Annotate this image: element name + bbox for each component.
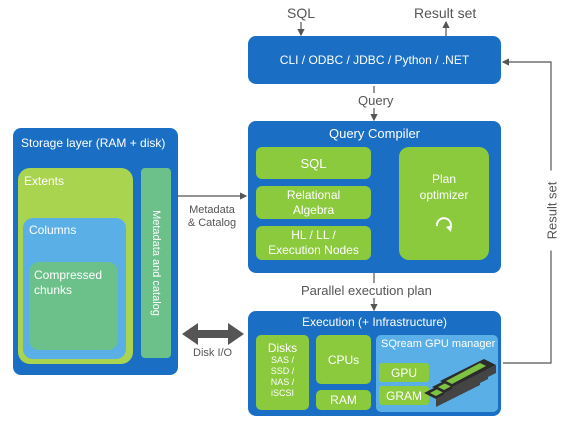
- relational-label-line2: Algebra: [292, 202, 335, 217]
- hl-label-line1: HL / LL /: [291, 228, 336, 242]
- query-compiler-title: Query Compiler: [328, 126, 421, 141]
- compiler-sql-label: SQL: [300, 155, 327, 171]
- disk-type-nas: NAS /: [270, 377, 295, 387]
- extents-label: Extents: [24, 174, 65, 188]
- disks-box: Disks SAS / SSD / NAS / iSCSI: [256, 335, 309, 410]
- query-compiler-box: Query Compiler SQL Relational Algebra HL…: [248, 121, 501, 273]
- plan-label-line2: optimizer: [419, 187, 469, 202]
- execution-title: Execution (+ Infrastructure): [301, 315, 448, 329]
- gpu-manager-label: SQream GPU manager: [381, 338, 496, 350]
- disks-label: Disks: [267, 341, 298, 355]
- compressed-chunks-box: Compressed chunks: [29, 262, 118, 350]
- storage-layer-box: Storage layer (RAM + disk) Extents Colum…: [13, 128, 178, 375]
- result-set-side-label: Result set: [544, 170, 560, 251]
- interfaces-label: CLI / ODBC / JDBC / Python / .NET: [279, 53, 470, 67]
- query-label: Query: [356, 93, 396, 108]
- cpus-label: CPUs: [327, 352, 360, 367]
- execution-nodes-box: HL / LL / Execution Nodes: [256, 226, 371, 260]
- relational-label-line1: Relational: [286, 187, 341, 202]
- gpu-label: GPU: [390, 365, 417, 380]
- compiler-sql-box: SQL: [256, 147, 371, 179]
- execution-box: Execution (+ Infrastructure) Disks SAS /…: [248, 311, 501, 416]
- gram-label: GRAM: [386, 388, 422, 403]
- gpu-box: GPU: [379, 363, 429, 382]
- ram-box: RAM: [316, 390, 371, 410]
- compressed-label-line2: chunks: [34, 283, 73, 297]
- disk-io-label: Disk I/O: [193, 347, 233, 359]
- metadata-catalog-box: Metadata and catalog: [141, 168, 171, 358]
- disk-type-ssd: SSD /: [270, 366, 295, 376]
- gpu-manager-box: SQream GPU manager GPU GRAM: [376, 335, 498, 412]
- interfaces-box: CLI / ODBC / JDBC / Python / .NET: [248, 36, 501, 84]
- metadata-label-line1: Metadata: [189, 204, 235, 216]
- gpu-cards-icon: [424, 359, 496, 407]
- hl-label-line2: Execution Nodes: [268, 243, 359, 257]
- compressed-chunks-label: Compressed chunks: [34, 268, 102, 298]
- extents-box: Extents Columns Compressed chunks: [18, 168, 133, 364]
- cpus-box: CPUs: [316, 335, 371, 384]
- plan-optimizer-box: Plan optimizer: [399, 147, 489, 260]
- columns-label: Columns: [29, 223, 77, 237]
- sql-input-label: SQL: [287, 5, 316, 21]
- disk-type-sas: SAS /: [270, 355, 294, 365]
- relational-algebra-box: Relational Algebra: [256, 186, 371, 219]
- gram-box: GRAM: [379, 386, 429, 405]
- disk-type-iscsi: iSCSI: [270, 388, 294, 398]
- metadata-label-line2: & Catalog: [187, 217, 237, 229]
- plan-label-line1: Plan: [431, 171, 457, 186]
- parallel-plan-label: Parallel execution plan: [298, 283, 435, 298]
- compressed-label-line1: Compressed: [34, 268, 103, 282]
- metadata-catalog-label: Metadata & Catalog: [184, 204, 240, 230]
- refresh-icon: [435, 216, 452, 232]
- disk-io-arrow: [182, 323, 244, 345]
- metadata-catalog-vertical-label: Metadata and catalog: [150, 210, 162, 316]
- storage-layer-title: Storage layer (RAM + disk): [21, 136, 166, 150]
- ram-label: RAM: [330, 393, 357, 407]
- columns-box: Columns Compressed chunks: [23, 218, 126, 359]
- result-set-output-label: Result set: [414, 5, 477, 21]
